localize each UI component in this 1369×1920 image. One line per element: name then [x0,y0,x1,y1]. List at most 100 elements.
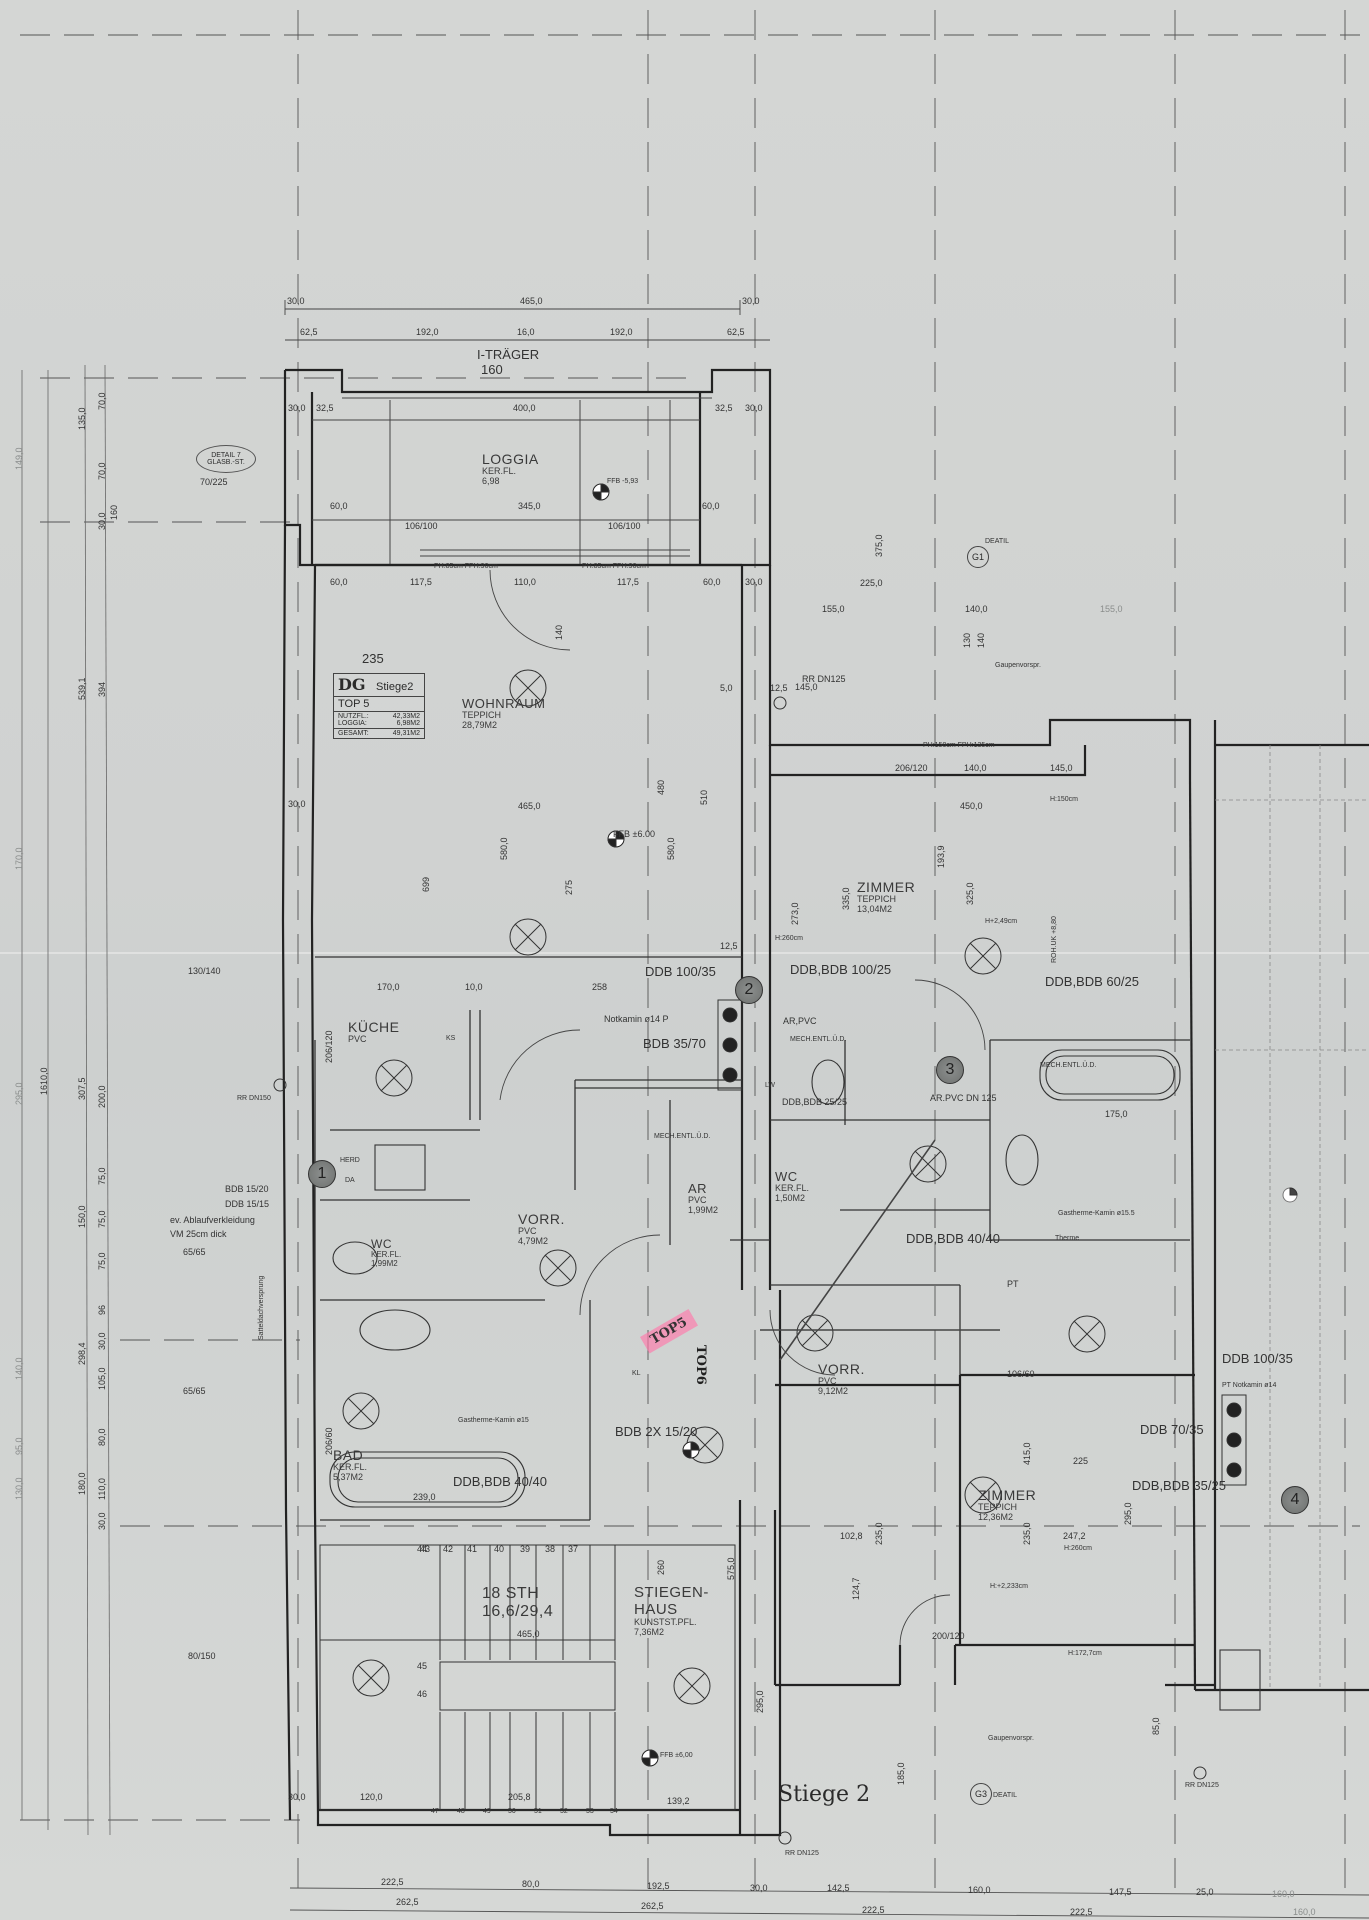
room-floor: TEPPICH [462,710,502,721]
left-dim-80: 80,0 [97,1428,107,1446]
dim-top2-192b: 192,0 [610,327,633,337]
mech-entl-top: MECH.ENTL.Ü.D. [790,1036,847,1043]
stair-steps: 18 STH [482,1585,540,1602]
dim-bottom-80: 80,0 [522,1879,540,1889]
left-dim-298-4: 298,4 [77,1342,87,1365]
info-nutzfl-label: NUTZFL.: [338,713,369,720]
drawing-title: Stiege 2 [778,1782,871,1807]
dim-loggia-400: 400,0 [513,403,536,413]
main-walls [281,524,1369,1837]
left-dim-160: 160 [109,504,119,520]
room-name: VORR. [818,1361,865,1377]
left-dim-135: 135,0 [77,407,87,430]
gastherme-kamin-2: Gastherme-Kamin ø15.5 [1058,1210,1135,1217]
room-name: ZIMMER [978,1487,1037,1503]
dim-stair-42: 42 [443,1544,454,1554]
dim-bottom-222-5: 222,5 [381,1877,404,1887]
dim-stair-45: 45 [417,1661,428,1671]
left-dim-200: 200,0 [97,1085,107,1108]
left-dim-faint-1: 149,0 [14,447,24,470]
room-bad: BAD KER.FL. 5,37M2 [333,1447,368,1483]
left-dimension-chains [21,364,111,1836]
dim-loggia-60a: 60,0 [330,501,348,511]
left-dim-30c: 30,0 [97,1512,107,1530]
dim-stair-38: 38 [545,1544,556,1554]
window-65-65-b: 65/65 [183,1386,206,1396]
room-name-1: STIEGEN- [634,1584,709,1601]
ddb-bdb-60-25: DDB,BDB 60/25 [1045,974,1139,989]
info-gesamt: GESAMT:49,31M2 [338,730,420,737]
dim-v-124-7: 124,7 [851,1577,861,1600]
ddb-bdb-40-40-b: DDB,BDB 40/40 [453,1474,547,1489]
stairs [319,1544,736,1811]
left-dim-140: 140,0 [14,1357,24,1380]
dim-bottom2-262-5a: 262,5 [396,1897,419,1907]
opening-200-120: 200/120 [932,1631,965,1641]
room-name: KÜCHE [348,1019,400,1035]
room-name: VORR. [518,1211,565,1227]
dim-wohn-110: 110,0 [514,577,536,587]
ffb-wohn: FFB ±6.00 [613,829,655,839]
room-loggia: LOGGIA KER.FL. 6,98 [482,451,539,487]
window-65-65-a: 65/65 [183,1247,206,1257]
dim-145b: 145,0 [1050,763,1073,773]
dim-stair-465: 465,0 [517,1629,540,1639]
dim-v-580a: 580,0 [499,837,509,860]
paper-fold [0,952,1369,954]
dim-v-235a: 235,0 [874,1522,884,1545]
ar-pvc-label: AR,PVC [783,1016,817,1026]
left-dim-30b: 30,0 [97,1332,107,1350]
ar-pvc-dn125: AR.PVC DN 125 [930,1093,997,1103]
dim-right-155b: 155,0 [1100,604,1123,614]
dim-v-85: 85,0 [1151,1717,1161,1735]
info-gesamt-label: GESAMT: [338,730,369,737]
dim-stair-205: 205,8 [508,1792,531,1802]
info-stair: Stiege2 [376,681,414,693]
room-area: 9,12M2 [818,1386,849,1397]
room-floor: KER.FL. [775,1183,810,1194]
dim-10-kitchen: 10,0 [465,982,483,992]
dim-v-273: 273,0 [790,902,800,925]
dim-v-325: 325,0 [965,882,975,905]
dim-450: 450,0 [960,801,983,811]
stair-51: 51 [534,1808,542,1815]
ddb-15-15: DDB 15/15 [225,1199,270,1209]
herd-label: HERD [340,1157,360,1164]
room-floor: KUNSTST.PFL. [634,1617,697,1627]
ablauf-line1: ev. Ablaufverkleidung [170,1215,255,1225]
ddb-100-35: DDB 100/35 [645,964,716,979]
left-dim-394: 394 [97,681,107,697]
dim-top2-62: 62,5 [300,327,318,337]
dim-35: 12,5 [720,941,738,951]
dim-bottom-30: 30,0 [750,1883,768,1893]
level-markers [592,483,1298,1767]
room-area: 1,50M2 [775,1193,806,1204]
room-name: WC [775,1169,798,1184]
room-wohnraum: WOHNRAUM TEPPICH 28,79M2 [462,696,545,731]
stair-flight: 18 STH 16,6/29,4 [482,1585,553,1620]
unit-info-box: DG Stiege2 TOP 5 NUTZFL.:42,33M2 LOGGIA:… [333,673,425,739]
detail-g1-marker: G1 [967,546,989,568]
left-dim-130: 130,0 [14,1477,24,1500]
room-zimmer-2: ZIMMER TEPPICH 12,36M2 [978,1487,1037,1523]
dim-stair-41: 41 [467,1544,478,1554]
dim-loggia-345: 345,0 [518,501,541,511]
dim-bottom-142-5: 142,5 [827,1883,850,1893]
dim-v-295-stair: 295,0 [755,1690,765,1713]
ddb-bdb-35-25: DDB,BDB 35/25 [1132,1478,1226,1493]
dim-170: 170,0 [377,982,400,992]
dim-v-140: 140 [554,624,564,640]
stair-49: 49 [483,1808,491,1815]
room-floor: KER.FL. [333,1462,368,1473]
h1727: H:172,7cm [1068,1650,1102,1657]
dim-v-415: 415,0 [1022,1442,1032,1465]
room-vorraum-2: VORR. PVC 9,12M2 [818,1361,865,1397]
stair-52: 52 [560,1808,568,1815]
notkamin: Notkamin ø14 P [604,1014,669,1024]
ks-label: KS [446,1035,456,1042]
dim-v-575a: 575,0 [726,1557,736,1580]
room-area: 5,37M2 [333,1472,364,1483]
dim-bottom-192-5: 192,5 [647,1881,670,1891]
room-floor: PVC [518,1226,537,1237]
